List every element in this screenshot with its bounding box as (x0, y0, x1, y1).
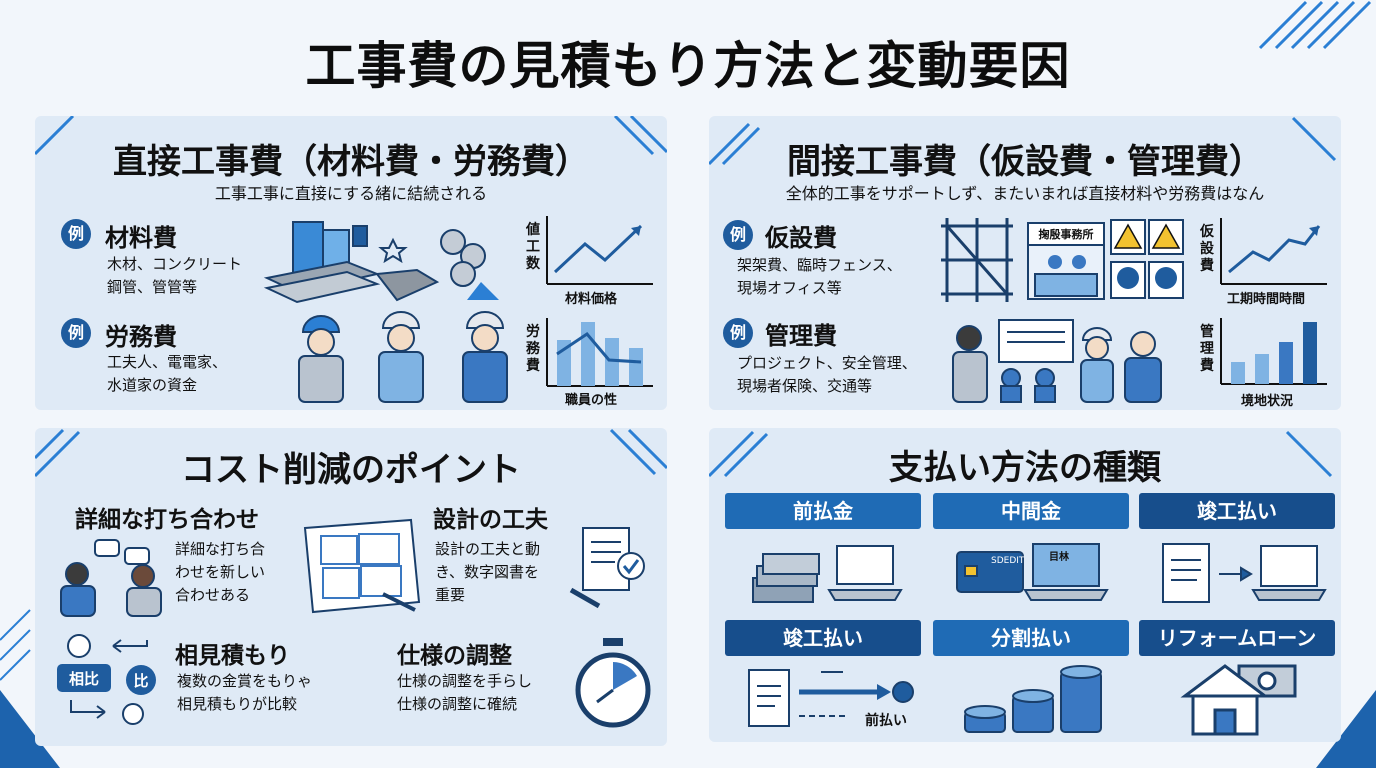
temporary-trend-chart (1220, 218, 1327, 285)
panel-corner-lines (35, 428, 81, 478)
management-team-illustration (952, 319, 1162, 403)
materials-chart-xlabel: 材料価格 (565, 292, 618, 307)
cash-laptop-illustration (752, 545, 903, 603)
example-badge: 例 (61, 318, 91, 348)
payment-method-installment: 分割払い (933, 620, 1129, 656)
panel-corner-lines (613, 116, 667, 156)
flow-label: 前払い (865, 713, 907, 729)
payment-method-reform-loan: リフォームローン (1139, 620, 1335, 656)
payment-flow-illustration (748, 669, 914, 727)
panel-indirect-costs: 間接工事費（仮設費・管理費） 全体的工事をサポートしず、またいまれば直接材料や労… (709, 116, 1341, 410)
payment-method-completion-2: 竣工払い (725, 620, 921, 656)
management-title: 管理費 (765, 322, 837, 350)
page-title: 工事費の見積もり方法と変動要因 (305, 37, 1071, 95)
labor-title: 労務費 (105, 323, 177, 351)
compare-label: 相比 (68, 670, 99, 688)
panel-cost-reduction: コスト削減のポイント 詳細な打ち合わせ 詳細な打ち合わせを新しい合わせある 設計… (35, 428, 667, 746)
decor-stripes-top-right (1258, 0, 1372, 50)
cost-item-desc: 複数の金賞をもりゃ相見積もりが比較 (177, 672, 313, 713)
management-desc: プロジェクト、安全管理、現場者保険、交通等 (737, 354, 917, 395)
panel-payment-methods: 支払い方法の種類 前払金 中間金 竣工払い SDEDIT 目林 竣工払い 分割払… (709, 428, 1341, 742)
coins-stack-illustration (964, 665, 1102, 733)
labor-bar-chart (546, 318, 653, 387)
workers-illustration (298, 311, 508, 403)
direct-costs-subtitle: 工事工事に直接にする緒に結続される (214, 184, 488, 203)
example-badge: 例 (61, 219, 91, 249)
temporary-chart-ylabel: 仮設費 (1200, 224, 1214, 274)
decor-triangle-bottom-right (1316, 690, 1376, 768)
management-bar-chart (1220, 318, 1327, 385)
management-chart-xlabel: 境地状況 (1241, 394, 1294, 409)
cost-item-desc: 仕様の調整を手らし仕様の調整に確続 (397, 672, 533, 713)
site-office-illustration (1027, 222, 1105, 300)
payment-method-advance: 前払金 (725, 493, 921, 529)
building-materials-illustration (263, 221, 499, 304)
decor-triangle-bottom-left (0, 690, 60, 768)
scaffolding-illustration (941, 218, 1013, 302)
materials-title: 材料費 (105, 224, 177, 252)
panel-direct-costs: 直接工事費（材料費・労務費） 工事工事に直接にする緒に結続される 例 材料費 木… (35, 116, 667, 410)
stopwatch-icon (575, 638, 651, 728)
meeting-illustration (60, 539, 162, 617)
panel-corner-lines (1285, 430, 1333, 478)
materials-trend-chart (546, 216, 653, 285)
compare-quotes-illustration (57, 634, 156, 725)
temporary-chart-xlabel: 工期時間時間 (1227, 292, 1306, 307)
cost-item-title: 詳細な打ち合わせ (75, 507, 259, 533)
safety-signs-illustration (1110, 219, 1184, 299)
labor-chart-xlabel: 職員の性 (565, 393, 618, 408)
panel-corner-lines (709, 122, 761, 166)
panel-corner-lines (709, 430, 769, 478)
payment-methods-title: 支払い方法の種類 (889, 448, 1161, 488)
direct-costs-title: 直接工事費（材料費・労務費） (113, 142, 589, 182)
cost-item-title: 仕様の調整 (397, 643, 512, 669)
indirect-costs-title: 間接工事費（仮設費・管理費） (787, 142, 1263, 182)
panel-corner-lines (1291, 116, 1337, 162)
laptop-card-text: 目林 (1049, 552, 1069, 563)
cost-item-title: 設計の工夫 (433, 507, 548, 533)
credit-card-laptop-illustration (956, 543, 1109, 601)
cost-item-desc: 詳細な打ち合わせを新しい合わせある (175, 540, 266, 604)
card-text: SDEDIT (991, 556, 1025, 566)
cost-reduction-title: コスト削減のポイント (181, 450, 521, 490)
payment-method-interim: 中間金 (933, 493, 1129, 529)
labor-chart-ylabel: 労務費 (526, 324, 540, 374)
example-badge: 例 (723, 220, 753, 250)
document-check-illustration (569, 527, 645, 609)
payment-method-completion: 竣工払い (1139, 493, 1335, 529)
cost-item-title: 相見積もり (175, 643, 290, 669)
labor-desc: 工夫人、電電家、水道家の資金 (107, 353, 228, 394)
site-office-sign: 掬殷事務所 (1038, 228, 1094, 241)
indirect-costs-subtitle: 全体的工事をサポートしず、またいまれば直接材料や労務費はなん (785, 184, 1265, 203)
house-loan-illustration (1180, 664, 1297, 736)
panel-corner-lines (35, 116, 75, 156)
materials-desc: 木材、コンクリート鋼管、管管等 (107, 255, 243, 296)
decor-lines-left (0, 609, 31, 681)
invoice-to-laptop-illustration (1162, 543, 1327, 603)
materials-chart-ylabel: 値工数 (526, 222, 540, 272)
temporary-desc: 架架費、臨時フェンス、現場オフィス等 (737, 256, 902, 297)
temporary-title: 仮設費 (765, 224, 837, 252)
blueprint-illustration (303, 518, 421, 614)
panel-corner-lines (609, 428, 667, 476)
cost-item-desc: 設計の工夫と動き、数字図書を重要 (435, 540, 541, 604)
management-chart-ylabel: 管理費 (1200, 324, 1214, 374)
compare-label: 比 (133, 672, 149, 690)
example-badge: 例 (723, 318, 753, 348)
